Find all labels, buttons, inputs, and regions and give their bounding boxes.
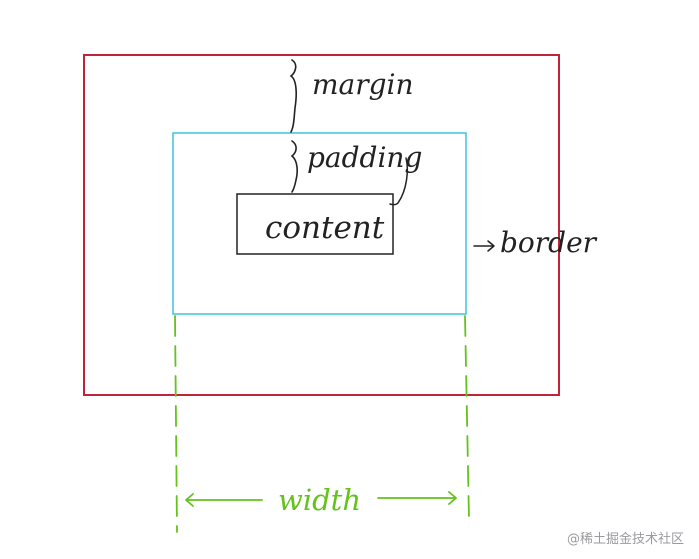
padding-label: padding xyxy=(307,141,422,174)
border-arrow xyxy=(473,240,495,252)
width-right-guide xyxy=(464,315,470,521)
width-label: width xyxy=(278,483,361,517)
watermark: @稀土掘金技术社区 xyxy=(567,531,684,547)
margin-box xyxy=(83,54,560,396)
content-box xyxy=(236,193,394,255)
width-arrow-left xyxy=(185,493,263,507)
border-label: border xyxy=(500,226,598,259)
width-left-guide xyxy=(174,315,178,533)
width-arrow-right xyxy=(377,491,457,505)
padding-box xyxy=(172,132,467,315)
padding-tail xyxy=(389,157,409,206)
padding-brace xyxy=(290,140,298,193)
margin-brace xyxy=(289,59,297,133)
content-label: content xyxy=(265,210,385,246)
margin-label: margin xyxy=(312,68,414,101)
